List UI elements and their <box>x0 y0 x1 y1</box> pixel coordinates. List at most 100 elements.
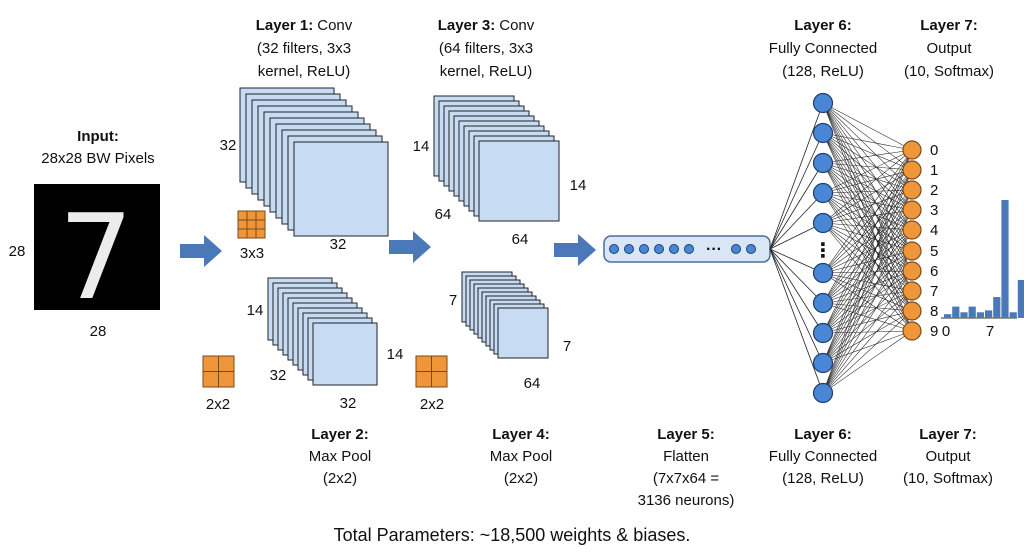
output-class-label-2: 2 <box>930 182 938 199</box>
layer3-feature-map-10 <box>478 140 560 222</box>
input-image <box>34 184 160 310</box>
histogram-right-label: 7 <box>986 323 994 340</box>
output-neuron-4 <box>902 220 922 240</box>
layer2-title: Layer 2: Max Pool (2x2) <box>309 426 372 487</box>
layer1-feature-map-10 <box>293 141 389 237</box>
kernel-cell <box>255 210 266 221</box>
layer6-top-line2: (128, ReLU) <box>782 63 864 80</box>
flatten-to-fc-edge-2 <box>769 132 824 250</box>
layer7-top-bold: Layer 7: <box>920 17 978 34</box>
fc-to-output-edge <box>822 132 913 171</box>
layer3-title: Layer 3:Conv (64 filters, 3x3 kernel, Re… <box>438 17 535 80</box>
layer3-title-line3: kernel, ReLU) <box>440 63 533 80</box>
flatten-neuron-2 <box>624 244 634 254</box>
layer4-pool-label: 2x2 <box>420 396 444 413</box>
flatten-to-fc-edge-7 <box>769 248 824 304</box>
layer6-ellipsis: ⋮ <box>813 240 833 262</box>
fc-to-output-edge <box>822 169 913 274</box>
fc-to-output-edge <box>822 102 913 151</box>
fc-to-output-edge <box>822 290 913 394</box>
total-parameters-caption: Total Parameters: ~18,500 weights & bias… <box>334 525 691 545</box>
flatten-to-fc-edge-10 <box>769 248 824 394</box>
fc-to-output-edge <box>822 102 913 171</box>
layer7-top-line2: (10, Softmax) <box>904 63 994 80</box>
kernel-cell <box>246 210 257 221</box>
layer3-title-bold: Layer 3: <box>438 17 496 34</box>
layer1-kernel-label: 3x3 <box>240 245 264 262</box>
layer6-top-name: Fully Connected <box>769 40 877 57</box>
flatten-neuron-8 <box>746 244 756 254</box>
histogram-bar-2 <box>960 312 968 318</box>
fc-to-output-edge <box>822 189 913 304</box>
layer6-bottom-bold: Layer 6: <box>794 426 852 443</box>
fc-to-output-edge <box>822 102 913 292</box>
output-class-label-5: 5 <box>930 243 938 260</box>
kernel-cell <box>246 219 257 230</box>
fc-neuron-9 <box>812 352 834 374</box>
histogram-bar-0 <box>944 314 952 318</box>
layer7-title-bottom: Layer 7: Output (10, Softmax) <box>903 426 993 487</box>
fc-to-output-edge <box>822 270 913 364</box>
layer4-title-line2: (2x2) <box>504 470 538 487</box>
layer1-feature-maps <box>239 87 389 237</box>
kernel-cell <box>237 219 248 230</box>
layer5-title-line2: (7x7x64 = <box>653 470 720 487</box>
layer4-height-label: 7 <box>449 292 457 309</box>
histogram-bar-1 <box>952 306 960 318</box>
layer4-width-label: 64 <box>524 375 541 392</box>
layer3-depth-label: 64 <box>435 206 452 223</box>
fc-to-output-edge <box>822 132 913 151</box>
histogram-bar-8 <box>1009 312 1017 318</box>
fc-to-output-edge <box>822 149 913 194</box>
layer3-height-label: 14 <box>413 138 430 155</box>
histogram-bar-4 <box>976 312 984 318</box>
fc-to-output-edge <box>822 330 913 394</box>
layer7-bottom-bold: Layer 7: <box>919 426 977 443</box>
flatten-neuron-3 <box>639 244 649 254</box>
output-neuron-2 <box>902 180 922 200</box>
layer1-title-line3: kernel, ReLU) <box>258 63 351 80</box>
output-class-label-1: 1 <box>930 162 938 179</box>
output-neuron-0 <box>902 140 922 160</box>
layer1-title-name: Conv <box>317 17 353 34</box>
layer2-pool-grid <box>202 355 235 388</box>
layer1-title-bold: Layer 1: <box>256 17 314 34</box>
histogram-bar-3 <box>968 306 976 318</box>
pool4-cell <box>415 371 432 388</box>
fc-to-output-edge <box>822 169 913 334</box>
arrow-layer2-to-layer3 <box>389 231 431 263</box>
flatten-neuron-6 <box>684 244 694 254</box>
output-neuron-6 <box>902 261 922 281</box>
fc-to-output-edge <box>822 189 913 394</box>
layer4-side-label: 7 <box>563 338 571 355</box>
fc-to-output-edge <box>822 290 913 364</box>
fc-to-output-edge <box>822 209 913 394</box>
fc-neuron-1 <box>812 92 834 114</box>
fc-to-output-edge <box>822 169 913 224</box>
layer2-height-label: 14 <box>247 302 264 319</box>
pool2-cell <box>202 355 219 372</box>
dense-connections <box>769 102 913 394</box>
fc-to-output-edge <box>822 222 913 252</box>
layer1-kernel-grid <box>237 210 266 239</box>
layer7-neurons <box>902 140 922 341</box>
input-dim-bottom: 28 <box>90 323 107 340</box>
fc-to-output-edge <box>822 189 913 334</box>
fc-to-output-edge <box>822 169 913 364</box>
arrow-input-to-layer1 <box>180 235 222 267</box>
histogram-bar-7 <box>1001 200 1009 318</box>
fc-neuron-3 <box>812 152 834 174</box>
flatten-neuron-1 <box>609 244 619 254</box>
fc-to-output-edge <box>822 169 913 394</box>
layer5-title-bold: Layer 5: <box>657 426 715 443</box>
pool4-cell <box>415 355 432 372</box>
fc-neuron-7 <box>812 292 834 314</box>
input-title: Input: <box>77 128 119 145</box>
layer1-width-label: 32 <box>330 236 347 253</box>
layer2-depth-label: 32 <box>270 367 287 384</box>
layer7-bottom-line2: (10, Softmax) <box>903 470 993 487</box>
fc-to-output-edge <box>822 189 913 274</box>
output-histogram <box>941 200 1024 319</box>
pool4-cell <box>431 355 448 372</box>
